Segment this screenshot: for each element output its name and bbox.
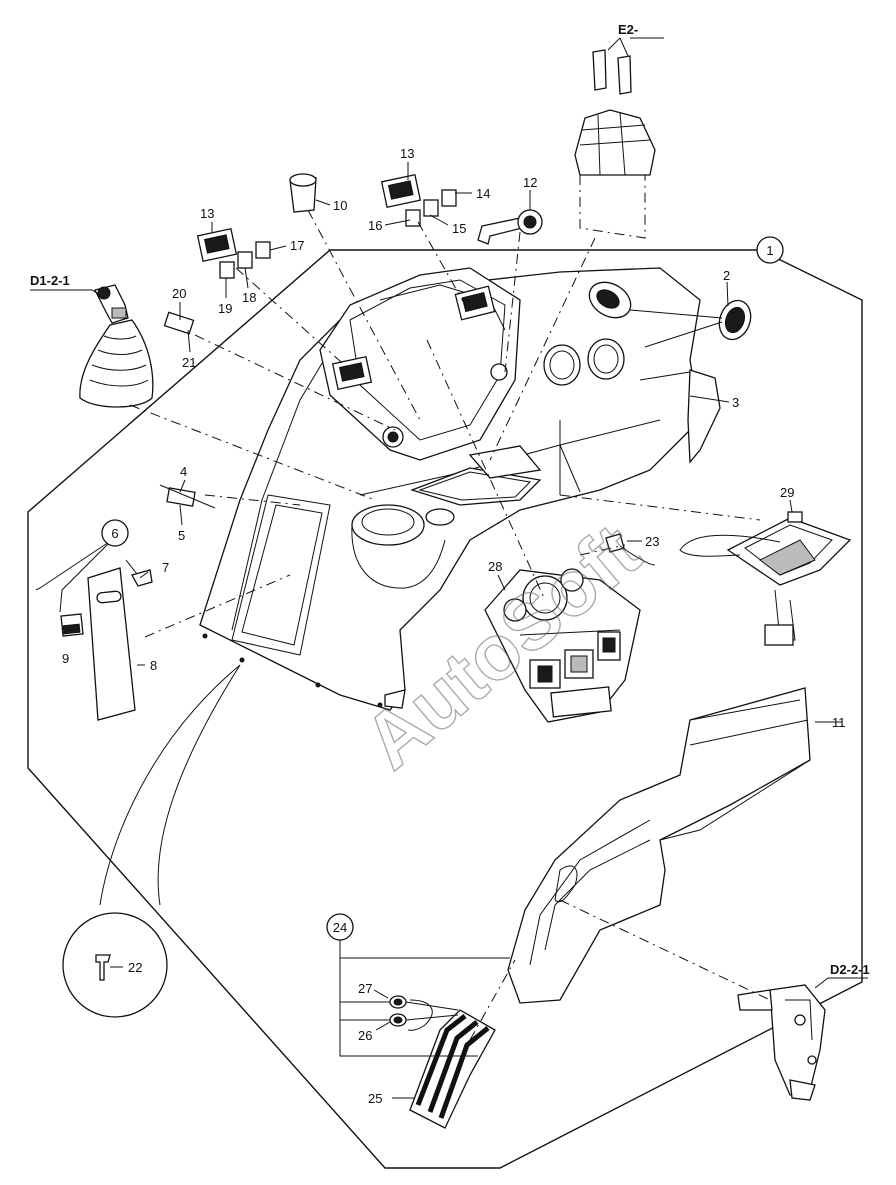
callout-6: 6 xyxy=(111,526,118,541)
callout-14: 14 xyxy=(476,186,490,201)
callout-22: 22 xyxy=(128,960,142,975)
callout-13a: 13 xyxy=(200,206,214,221)
joystick-lower-right xyxy=(737,984,826,1101)
callout-27: 27 xyxy=(358,981,372,996)
callout-1: 1 xyxy=(766,243,773,258)
callout-10: 10 xyxy=(333,198,347,213)
callout-17: 17 xyxy=(290,238,304,253)
callout-16: 16 xyxy=(368,218,382,233)
floor-mat xyxy=(409,1009,496,1129)
joystick-left xyxy=(79,284,154,408)
callout-2: 2 xyxy=(723,268,730,283)
reference-d1: D1-2-1 xyxy=(30,273,70,288)
callout-circle-1 xyxy=(756,236,784,264)
console-bracket xyxy=(726,511,852,646)
leader-lines xyxy=(129,209,781,1041)
callout-13b: 13 xyxy=(400,146,414,161)
dashboard-panel xyxy=(199,267,721,711)
callout-8: 8 xyxy=(150,658,157,673)
cover-plate xyxy=(87,567,136,721)
callout-leaders xyxy=(30,37,868,1099)
reference-e2: E2- xyxy=(618,22,638,37)
callout-15: 15 xyxy=(452,221,466,236)
callout-18: 18 xyxy=(242,290,256,305)
callout-25: 25 xyxy=(368,1091,382,1106)
joystick-right xyxy=(574,49,656,239)
callout-9: 9 xyxy=(62,651,69,666)
callout-3: 3 xyxy=(732,395,739,410)
callout-21: 21 xyxy=(182,355,196,370)
instrument-cluster xyxy=(484,568,641,723)
callout-24: 24 xyxy=(333,920,347,935)
small-parts xyxy=(60,173,752,1027)
callout-28: 28 xyxy=(488,559,502,574)
callout-4: 4 xyxy=(180,464,187,479)
callout-19: 19 xyxy=(218,301,232,316)
callout-20: 20 xyxy=(172,286,186,301)
callout-5: 5 xyxy=(178,528,185,543)
callout-11: 11 xyxy=(832,715,846,730)
callout-circle-24 xyxy=(326,913,354,941)
detail-inset xyxy=(62,664,241,1018)
callout-12: 12 xyxy=(523,175,537,190)
callout-7: 7 xyxy=(162,560,169,575)
reference-d2: D2-2-1 xyxy=(830,962,870,977)
callout-23: 23 xyxy=(645,534,659,549)
assembly-boundary xyxy=(27,249,863,1169)
callout-29: 29 xyxy=(780,485,794,500)
callout-26: 26 xyxy=(358,1028,372,1043)
callout-circle-6 xyxy=(101,519,129,547)
side-panel xyxy=(507,687,811,1004)
